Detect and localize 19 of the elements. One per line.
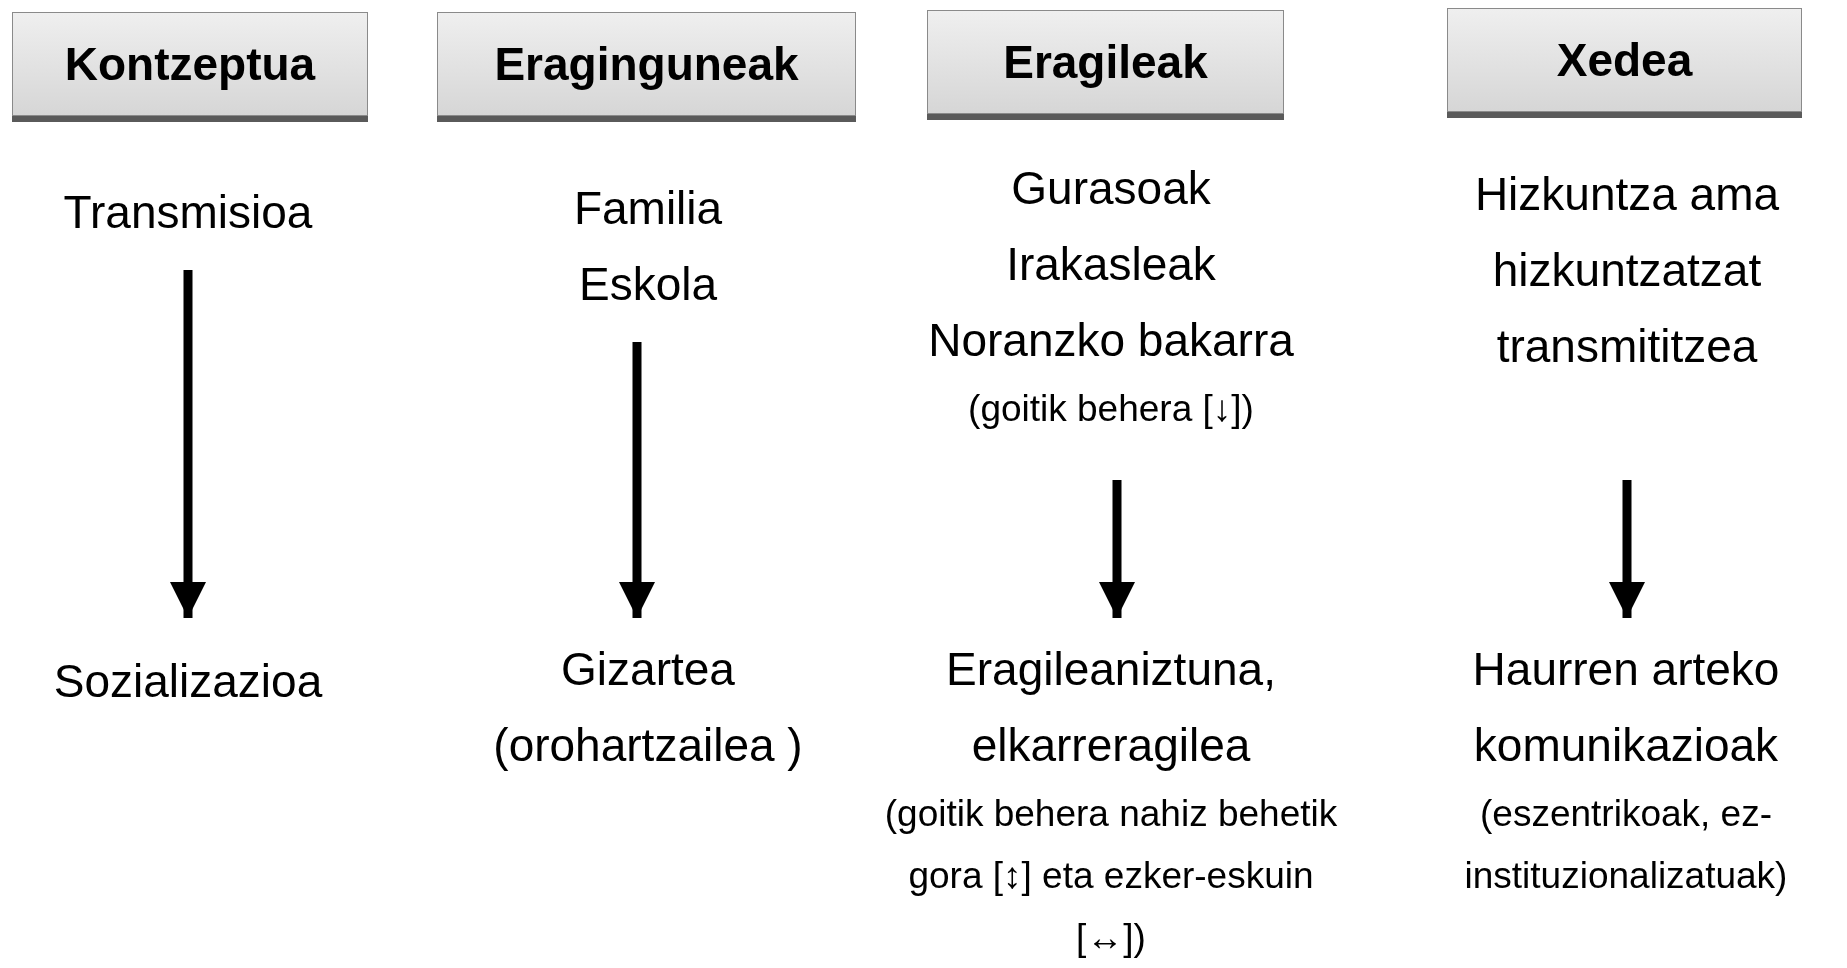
arrow (619, 342, 655, 618)
concept-text: Haurren arteko komunikazioak (1471, 642, 1781, 773)
arrow (1099, 480, 1135, 618)
concept-text: Irakasleak (1006, 237, 1216, 292)
concept-text: Eragileaniztuna, elkarreragilea (945, 642, 1277, 773)
note-text: (goitik behera nahiz behetik gora [↕] eta ezker-eskuin [↔]) (883, 792, 1339, 960)
concept-text: Noranzko bakarra (928, 313, 1294, 368)
arrow (170, 270, 206, 618)
arrow (1609, 480, 1645, 618)
concept-text: Eskola (578, 257, 718, 312)
concept-text: Familia (573, 181, 723, 236)
note-text: (eszentrikoak, ez-instituzionalizatuak) (1463, 792, 1789, 898)
concept-text: Hizkuntza ama hizkuntzatzat transmititzea (1473, 167, 1781, 374)
concept-text: Gurasoak (1011, 161, 1211, 216)
concept-text: (orohartzailea ) (493, 718, 803, 773)
concept-text: Sozializazioa (53, 654, 323, 709)
concept-text: Gizartea (561, 642, 735, 697)
concept-text: Transmisioa (63, 185, 313, 240)
note-text: (goitik behera [↓]) (968, 387, 1254, 431)
